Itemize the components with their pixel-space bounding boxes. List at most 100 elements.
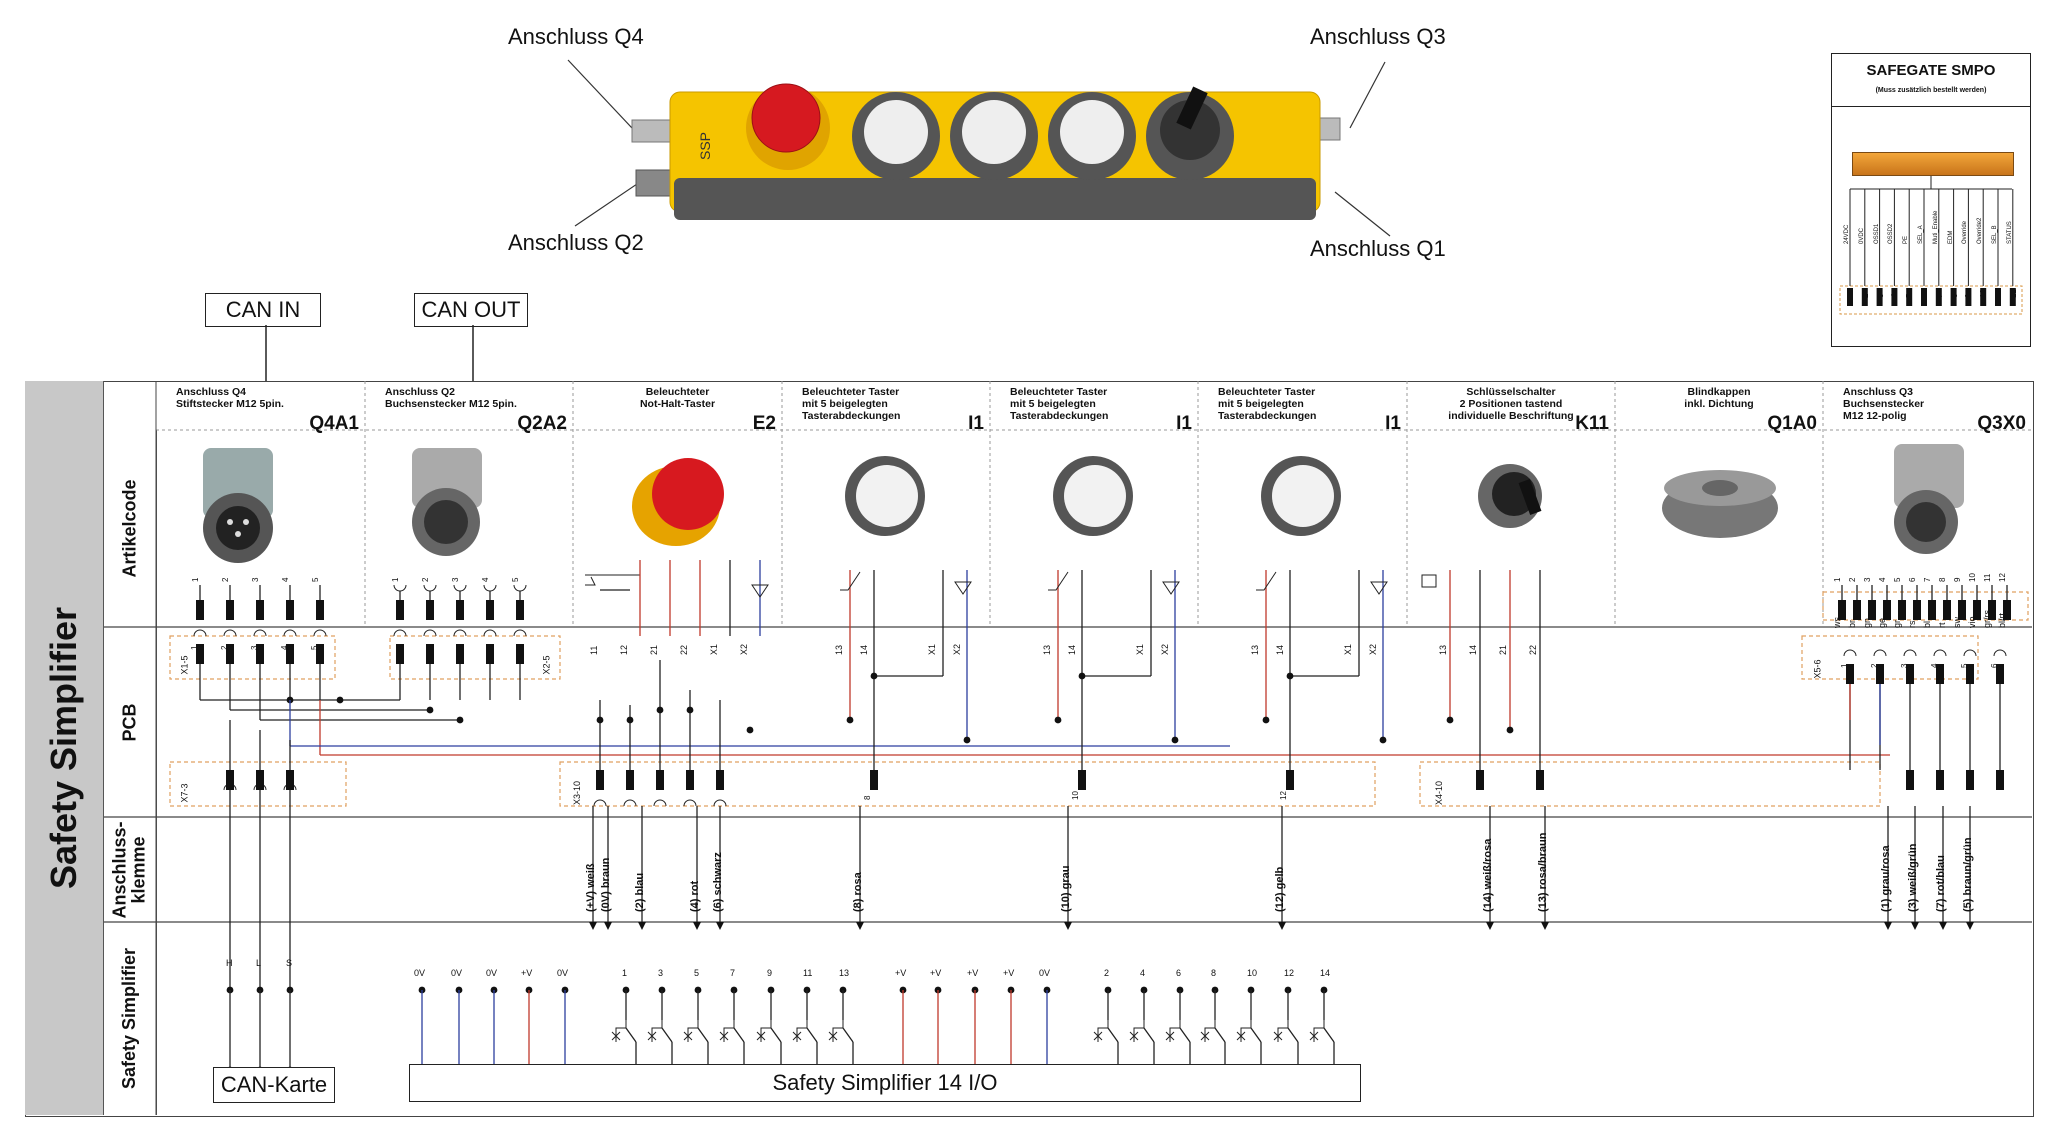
pin-number: 12 [1279, 791, 1288, 800]
pin-number: 7 [1923, 577, 1932, 582]
wire-color-label: bl [1922, 621, 1932, 628]
terminal-label: (14) weiß/rosa [1482, 838, 1494, 912]
pin-number: 3 [250, 645, 259, 650]
power-label-a: 0V [557, 968, 569, 978]
even-input-label: 14 [1320, 968, 1331, 978]
pin-number: 5 [1960, 663, 1969, 668]
pin-number: 1 [1840, 663, 1849, 668]
contact-number: X2 [1160, 644, 1170, 655]
pin-number: 2 [220, 645, 229, 650]
pin-number: 2 [421, 577, 430, 582]
power-label-a: 0V [414, 968, 426, 978]
wire-color-label: vio [1967, 616, 1977, 628]
odd-input-label: 13 [839, 968, 850, 978]
wire-color-label: sw [1952, 617, 1962, 629]
column-code: Q2A2 [517, 413, 567, 434]
column-code: E2 [752, 413, 776, 434]
key-switch-photo [1478, 464, 1542, 528]
pin-number: 1 [391, 577, 400, 582]
wire-color-label: ws [1832, 617, 1842, 629]
column-header: Beleuchteter Taster mit 5 beigelegten Ta… [990, 384, 1198, 434]
contact-number: 22 [679, 645, 689, 655]
contact-number: 21 [649, 645, 659, 655]
column-title: Blindkappen inkl. Dichtung [1684, 386, 1754, 410]
label-anschluss-q4: Anschluss Q4 [508, 24, 644, 49]
pin-number: 5 [310, 645, 319, 650]
pin-number: 3 [1900, 663, 1909, 668]
odd-input-label: 9 [767, 968, 773, 978]
pin-number: 5 [1893, 577, 1902, 582]
column-title: Anschluss Q3 Buchsenstecker M12 12-polig [1843, 386, 1925, 422]
label-anschluss-q3: Anschluss Q3 [1310, 24, 1446, 49]
power-label-b: 0V [1039, 968, 1051, 978]
m12-12pin-connector-photo [1894, 444, 1964, 554]
safegate-box: SAFEGATE SMPO (Muss zusätzlich bestellt … [1831, 53, 2031, 347]
odd-input-label: 7 [730, 968, 736, 978]
m12-female-connector-photo [412, 448, 482, 556]
contact-number: X2 [1368, 644, 1378, 655]
contact-number: 13 [1250, 645, 1260, 655]
column-header: Anschluss Q4 Stiftstecker M12 5pin.Q4A1 [156, 384, 365, 433]
contact-number: X1 [1343, 644, 1353, 655]
column-title: Beleuchteter Taster mit 5 beigelegten Ta… [1010, 386, 1109, 422]
terminal-label: (5) braun/grün [1962, 837, 1974, 912]
terminal-label: (6) schwarz [712, 852, 724, 912]
column-title: Anschluss Q2 Buchsenstecker M12 5pin. [385, 386, 517, 410]
contact-number: 14 [1468, 645, 1478, 655]
can-out-label: CAN OUT [414, 293, 528, 327]
contact-number: X1 [1135, 644, 1145, 655]
safegate-title: SAFEGATE SMPO [1866, 62, 1996, 79]
column-title: Schlüsselschalter 2 Positionen tastend i… [1448, 386, 1574, 422]
sidebar-title: Safety Simplifier [25, 381, 104, 1115]
pin-number: 3 [1863, 577, 1872, 582]
wire-color-label: rs [1907, 620, 1917, 628]
power-label-a: +V [521, 968, 533, 978]
svg-text:SSP: SSP [697, 132, 713, 160]
power-label-a: 0V [486, 968, 498, 978]
power-label-b: +V [895, 968, 907, 978]
column-code: I1 [1176, 413, 1192, 434]
pin-number: 4 [280, 645, 289, 650]
connector-x7: X7-3 [179, 783, 190, 803]
power-label-a: 0V [451, 968, 463, 978]
even-input-label: 12 [1284, 968, 1295, 978]
can-pin-label: S [286, 958, 292, 968]
pin-number: 4 [1878, 577, 1887, 582]
pin-number: 4 [1930, 663, 1939, 668]
power-label-b: +V [930, 968, 942, 978]
terminal-label: (+V) weiß [585, 863, 597, 912]
pin-number: 12 [1998, 573, 2007, 582]
pin-number: 8 [863, 795, 872, 800]
wire-color-label: rt [1937, 622, 1947, 628]
contact-number: 11 [589, 646, 599, 655]
connector-x4: X4-10 [1434, 780, 1445, 806]
contact-number: 21 [1498, 645, 1508, 655]
terminal-label: (1) grau/rosa [1880, 845, 1892, 912]
terminal-label: (4) rot [689, 880, 701, 912]
safegate-photo [1852, 152, 2014, 176]
contact-number: X2 [952, 644, 962, 655]
terminal-label: (2) blau [634, 872, 646, 912]
can-pin-label: L [256, 958, 261, 968]
wire-color-label: ge [1877, 618, 1887, 628]
can-in-label: CAN IN [205, 293, 321, 327]
pin-number: 1 [1833, 577, 1842, 582]
terminal-label: (3) weiß/grün [1907, 843, 1919, 912]
contact-number: 22 [1528, 645, 1538, 655]
pin-number: 1 [191, 577, 200, 582]
odd-input-label: 3 [658, 968, 664, 978]
pin-number: 4 [481, 577, 490, 582]
even-input-label: 8 [1211, 968, 1217, 978]
pin-number: 2 [221, 577, 230, 582]
m12-male-connector-photo [203, 448, 273, 563]
label-anschluss-q2: Anschluss Q2 [508, 230, 644, 255]
blind-cap-photo [1662, 470, 1778, 538]
pin-number: 3 [451, 577, 460, 582]
pin-number: 4 [281, 577, 290, 582]
can-pin-label: H [226, 958, 233, 968]
wire-color-label: gn [1862, 618, 1872, 628]
emergency-stop-photo [632, 458, 724, 546]
